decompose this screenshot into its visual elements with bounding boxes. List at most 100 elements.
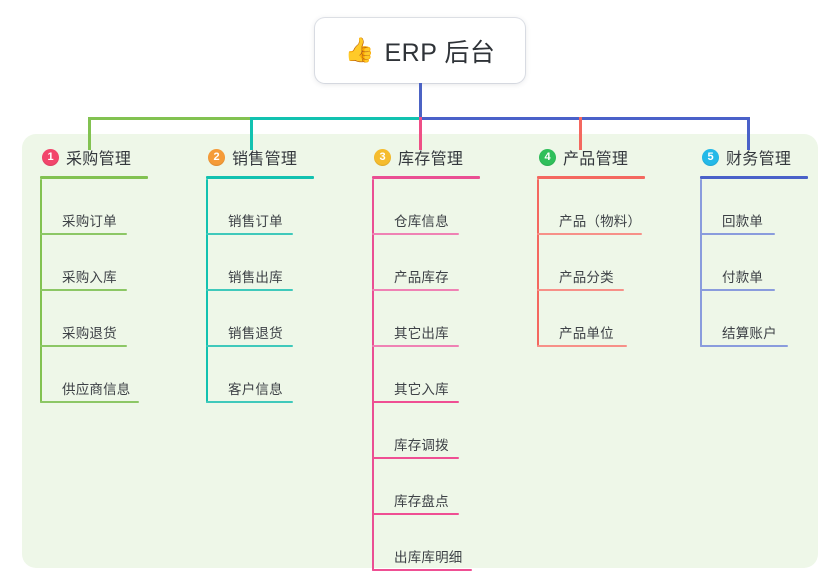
leaf-label: 其它出库 (394, 326, 449, 341)
leaf-label: 仓库信息 (394, 214, 449, 229)
leaf-label: 采购退货 (62, 326, 117, 341)
leaf-label: 销售订单 (228, 214, 283, 229)
leaf-node[interactable]: 供应商信息 (40, 347, 148, 403)
leaf-node[interactable]: 销售订单 (206, 179, 314, 235)
branch-rule-2 (206, 176, 314, 179)
leaf-node[interactable]: 产品库存 (372, 235, 480, 291)
branch-column-3: 3 库存管理 仓库信息 产品库存 其它出库 其它入库 库存调拨 (372, 146, 480, 571)
branch-column-5: 5 财务管理 回款单 付款单 结算账户 (700, 146, 808, 347)
leaf-rule (206, 233, 293, 235)
branch-leaves-5: 回款单 付款单 结算账户 (700, 179, 808, 347)
leaf-rule (206, 345, 293, 347)
branch-spine-1 (40, 179, 42, 403)
leaf-node[interactable]: 仓库信息 (372, 179, 480, 235)
leaf-label: 结算账户 (722, 326, 777, 341)
leaf-node[interactable]: 产品（物料） (537, 179, 645, 235)
branch-leaves-4: 产品（物料） 产品分类 产品单位 (537, 179, 645, 347)
branches-panel (22, 134, 818, 568)
leaf-label: 销售退货 (228, 326, 283, 341)
leaf-label: 产品单位 (559, 326, 614, 341)
leaf-label: 库存盘点 (394, 494, 449, 509)
leaf-rule (372, 345, 459, 347)
branch-badge-5: 5 (702, 148, 719, 166)
branch-header-2[interactable]: 2 销售管理 (206, 146, 314, 168)
leaf-node[interactable]: 产品分类 (537, 235, 645, 291)
leaf-label: 产品分类 (559, 270, 614, 285)
leaf-label: 客户信息 (228, 382, 283, 397)
branch-title-2: 销售管理 (232, 151, 298, 168)
leaf-label: 其它入库 (394, 382, 449, 397)
leaf-label: 采购入库 (62, 270, 117, 285)
leaf-rule (372, 401, 459, 403)
leaf-rule (537, 233, 642, 235)
branch-badge-1: 1 (42, 148, 59, 166)
leaf-rule (700, 289, 775, 291)
branch-rule-3 (372, 176, 480, 179)
leaf-rule (206, 289, 293, 291)
branch-title-4: 产品管理 (563, 151, 629, 168)
leaf-rule (537, 345, 627, 347)
leaf-label: 销售出库 (228, 270, 283, 285)
leaf-label: 出库库明细 (394, 550, 463, 565)
leaf-rule (700, 233, 775, 235)
leaf-node[interactable]: 回款单 (700, 179, 808, 235)
branch-leaves-3: 仓库信息 产品库存 其它出库 其它入库 库存调拨 库存盘点 (372, 179, 480, 571)
leaf-rule (372, 289, 459, 291)
branch-title-5: 财务管理 (726, 151, 792, 168)
branch-title-3: 库存管理 (398, 151, 464, 168)
leaf-node[interactable]: 销售退货 (206, 291, 314, 347)
thumbs-up-icon: 👍 (344, 36, 375, 64)
root-node-title: ERP 后台 (384, 38, 496, 67)
branch-badge-2: 2 (208, 148, 225, 166)
branch-badge-4: 4 (539, 148, 556, 166)
leaf-node[interactable]: 库存盘点 (372, 459, 480, 515)
leaf-rule (700, 345, 788, 347)
leaf-node[interactable]: 产品单位 (537, 291, 645, 347)
branch-column-4: 4 产品管理 产品（物料） 产品分类 产品单位 (537, 146, 645, 347)
branch-header-3[interactable]: 3 库存管理 (372, 146, 480, 168)
leaf-node[interactable]: 结算账户 (700, 291, 808, 347)
branch-spine-2 (206, 179, 208, 403)
leaf-node[interactable]: 采购订单 (40, 179, 148, 235)
leaf-rule (372, 457, 459, 459)
leaf-node[interactable]: 采购入库 (40, 235, 148, 291)
branch-rule-5 (700, 176, 808, 179)
branch-column-2: 2 销售管理 销售订单 销售出库 销售退货 客户信息 (206, 146, 314, 403)
leaf-label: 付款单 (722, 270, 764, 285)
branch-title-1: 采购管理 (66, 151, 132, 168)
branch-leaves-2: 销售订单 销售出库 销售退货 客户信息 (206, 179, 314, 403)
leaf-rule (372, 569, 472, 571)
branch-spine-3 (372, 179, 374, 571)
leaf-node[interactable]: 库存调拨 (372, 403, 480, 459)
branch-badge-3: 3 (374, 148, 391, 166)
leaf-node[interactable]: 付款单 (700, 235, 808, 291)
leaf-rule (40, 233, 127, 235)
leaf-node[interactable]: 其它出库 (372, 291, 480, 347)
branch-spine-4 (537, 179, 539, 347)
leaf-rule (40, 345, 127, 347)
branch-column-1: 1 采购管理 采购订单 采购入库 采购退货 供应商信息 (40, 146, 148, 403)
branch-rule-1 (40, 176, 148, 179)
leaf-rule (206, 401, 293, 403)
leaf-node[interactable]: 出库库明细 (372, 515, 480, 571)
branch-rule-4 (537, 176, 645, 179)
leaf-label: 产品（物料） (559, 214, 642, 229)
branch-header-1[interactable]: 1 采购管理 (40, 146, 148, 168)
leaf-node[interactable]: 销售出库 (206, 235, 314, 291)
leaf-rule (372, 233, 459, 235)
leaf-label: 回款单 (722, 214, 764, 229)
leaf-label: 产品库存 (394, 270, 449, 285)
leaf-label: 供应商信息 (62, 382, 131, 397)
root-node-erp-backend[interactable]: 👍 ERP 后台 (315, 18, 525, 83)
branch-header-4[interactable]: 4 产品管理 (537, 146, 645, 168)
leaf-node[interactable]: 其它入库 (372, 347, 480, 403)
branch-header-5[interactable]: 5 财务管理 (700, 146, 808, 168)
leaf-rule (40, 289, 127, 291)
leaf-rule (537, 289, 624, 291)
leaf-rule (372, 513, 459, 515)
leaf-label: 采购订单 (62, 214, 117, 229)
leaf-node[interactable]: 采购退货 (40, 291, 148, 347)
leaf-node[interactable]: 客户信息 (206, 347, 314, 403)
leaf-label: 库存调拨 (394, 438, 449, 453)
